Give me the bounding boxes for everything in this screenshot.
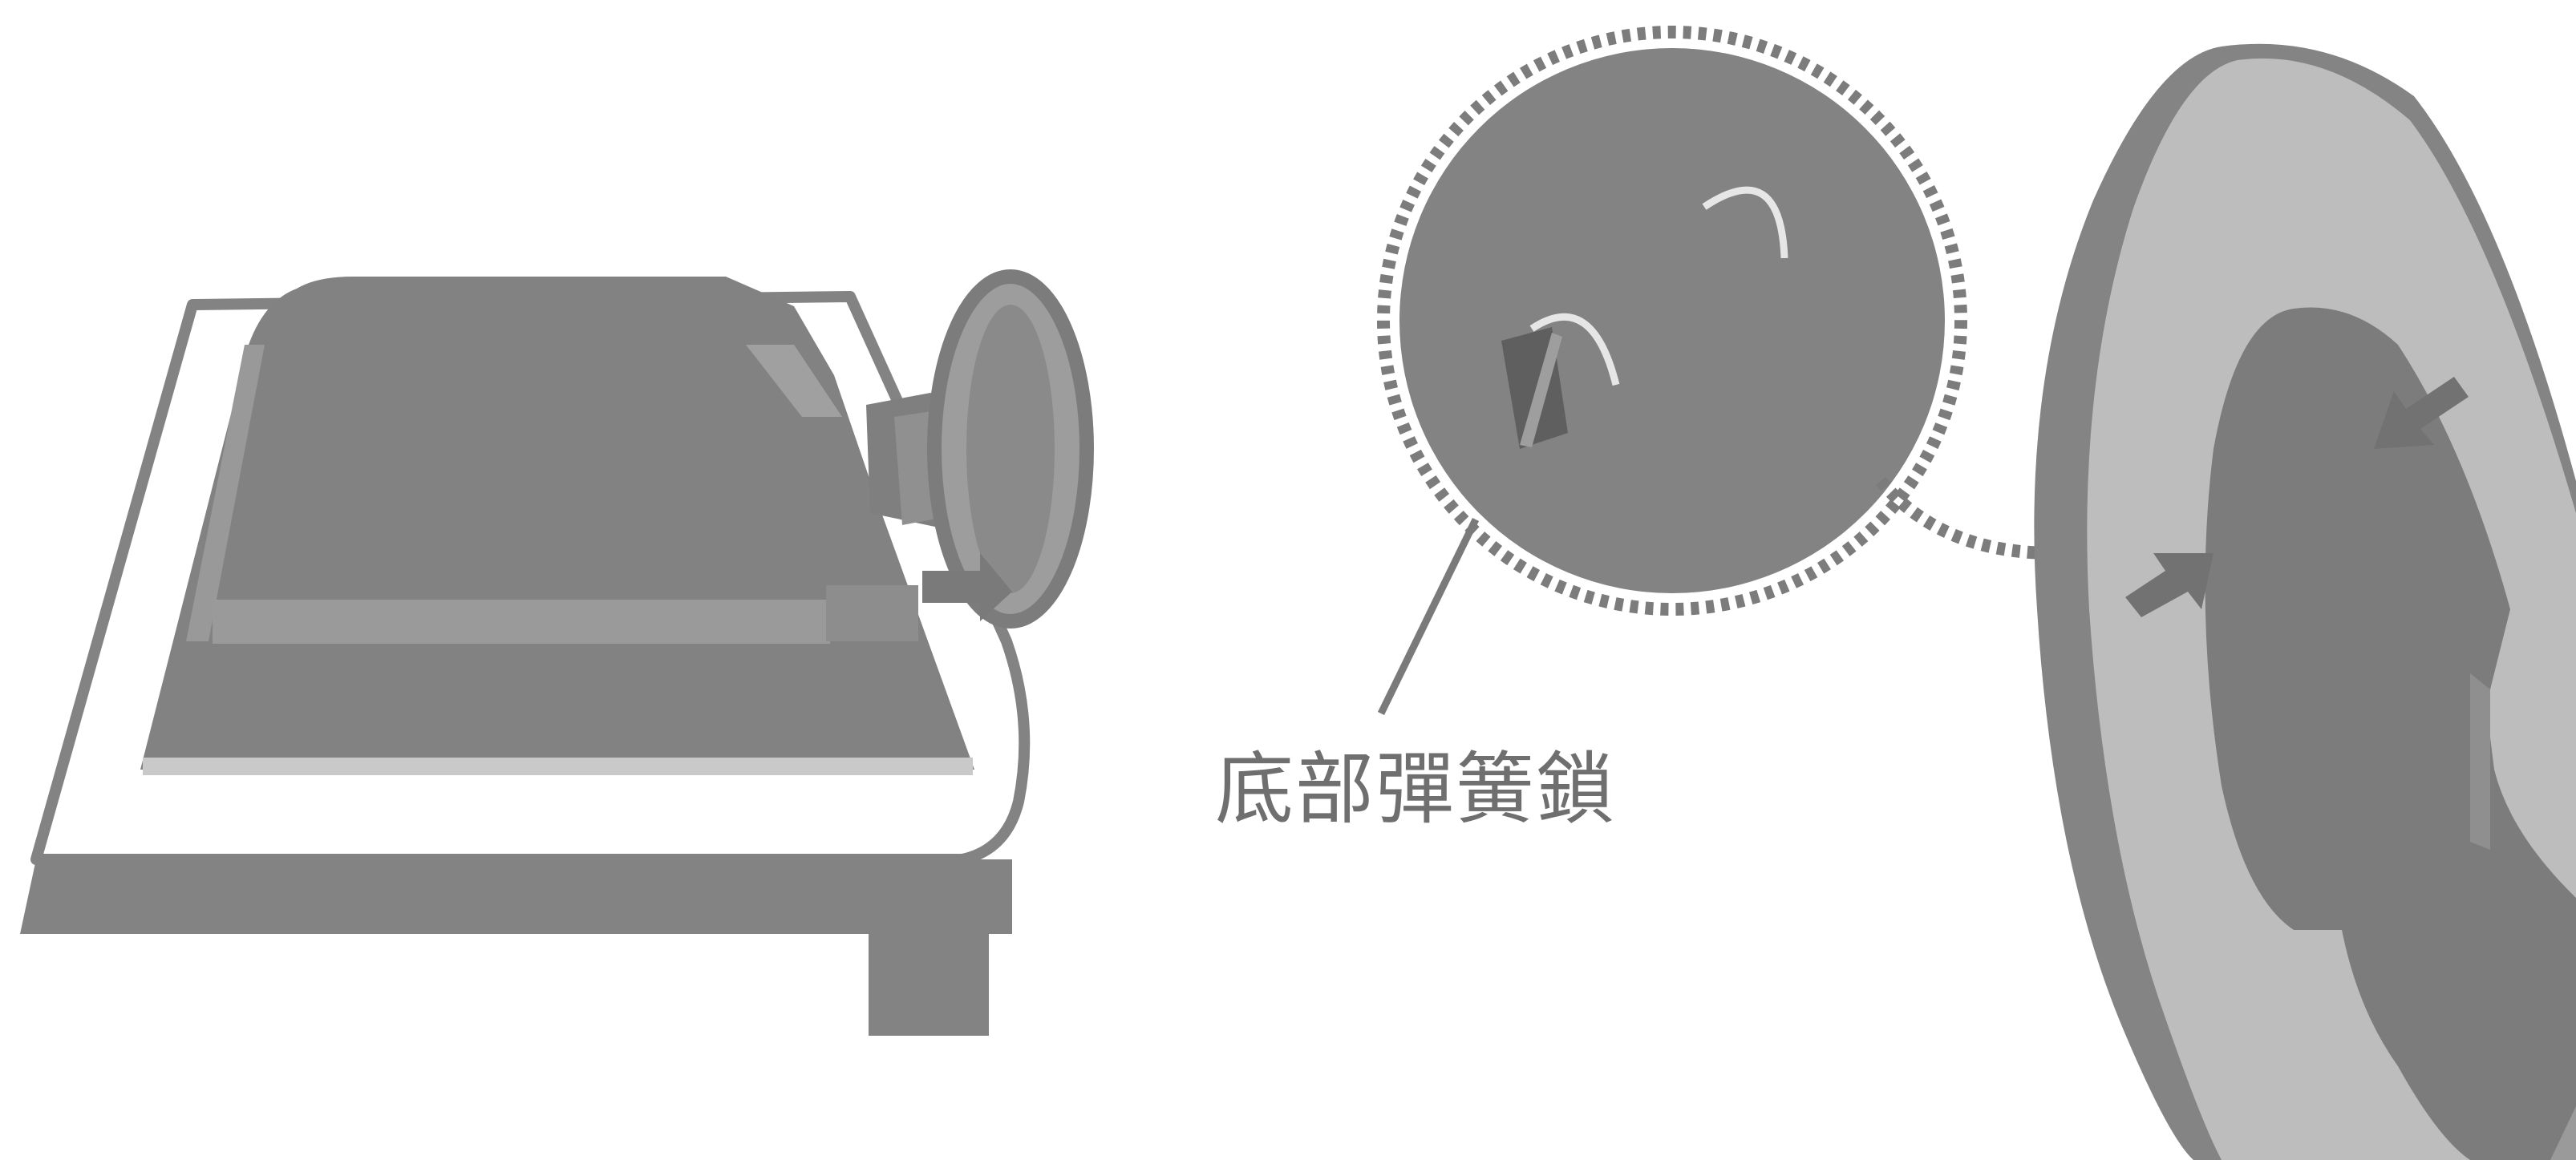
table-edge	[20, 859, 1012, 934]
magnified-disk	[1399, 48, 1945, 593]
bottom-spring-lock-label: 底部彈簧鎖	[1215, 726, 1616, 839]
monitor-foot-block	[826, 585, 918, 641]
stand-base-rim	[966, 305, 1055, 593]
magnified-detail-figure	[1381, 32, 2053, 713]
monitor-bottom-strip	[213, 600, 830, 644]
stand-neck-shadow	[2470, 673, 2490, 850]
stand-base-closeup-figure	[2034, 44, 2576, 1160]
table-leg	[869, 930, 989, 1036]
monitor-edge-strip	[143, 758, 973, 775]
dotted-lead-line	[1881, 481, 2053, 553]
callout-leader-line	[1381, 519, 1476, 713]
monitor-on-table-figure	[20, 277, 1087, 1036]
